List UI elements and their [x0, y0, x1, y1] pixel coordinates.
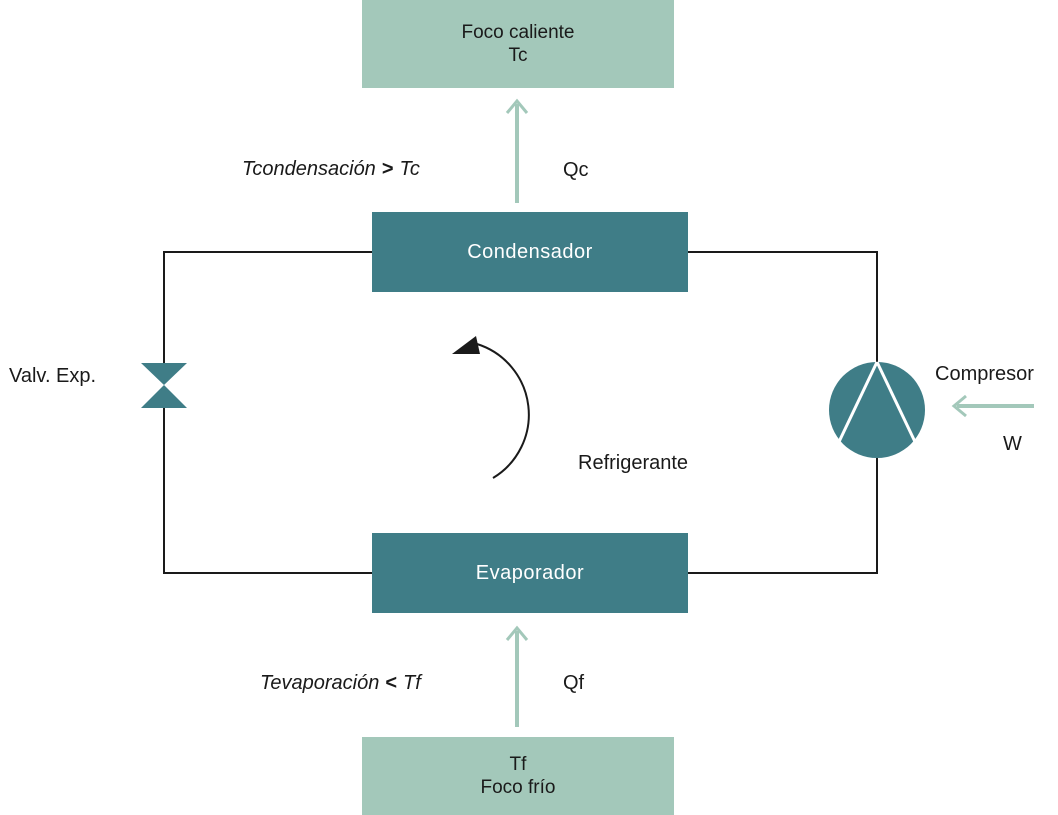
circuit-line-top-left — [163, 251, 372, 365]
refrigerant-flow-arrow — [452, 336, 530, 479]
cold-source-box: Tf Foco frío — [362, 737, 674, 815]
cold-source-title: Foco frío — [480, 777, 556, 798]
compressor-icon — [829, 361, 925, 458]
expansion-valve-label: Valv. Exp. — [9, 365, 97, 387]
hot-source-box: Foco caliente Tc — [362, 0, 674, 88]
circuit-line-top-right — [688, 251, 878, 362]
evaporation-condition: Tevaporación<Tf — [260, 671, 421, 695]
work-label: W — [1003, 433, 1022, 455]
condenser-label: Condensador — [467, 240, 593, 263]
greater-than-sign: > — [381, 158, 394, 180]
condensation-condition: Tcondensación>Tc — [242, 157, 420, 181]
circuit-line-bottom-left — [163, 405, 372, 574]
heat-in-arrow — [505, 625, 529, 727]
condensation-temperature: Tcondensación — [242, 158, 376, 180]
heat-out-arrow — [505, 98, 529, 203]
evaporator-label: Evaporador — [475, 561, 585, 584]
expansion-valve-icon — [141, 363, 187, 408]
cold-source-temperature: Tf — [509, 754, 527, 775]
heat-out-label: Qc — [563, 159, 589, 181]
work-input-arrow — [951, 394, 1034, 418]
hot-source-title: Foco caliente — [461, 22, 575, 43]
cold-source-temperature-ref: Tf — [403, 672, 421, 694]
condenser-box: Condensador — [372, 212, 688, 292]
compressor-label: Compresor — [935, 363, 1034, 385]
less-than-sign: < — [385, 672, 398, 694]
heat-in-label: Qf — [563, 672, 585, 694]
circuit-line-bottom-right — [688, 458, 878, 574]
hot-source-temperature: Tc — [508, 45, 528, 66]
refrigerant-label: Refrigerante — [578, 452, 689, 474]
evaporator-box: Evaporador — [372, 533, 688, 613]
hot-source-temperature-ref: Tc — [399, 158, 420, 180]
evaporation-temperature: Tevaporación — [260, 672, 380, 694]
